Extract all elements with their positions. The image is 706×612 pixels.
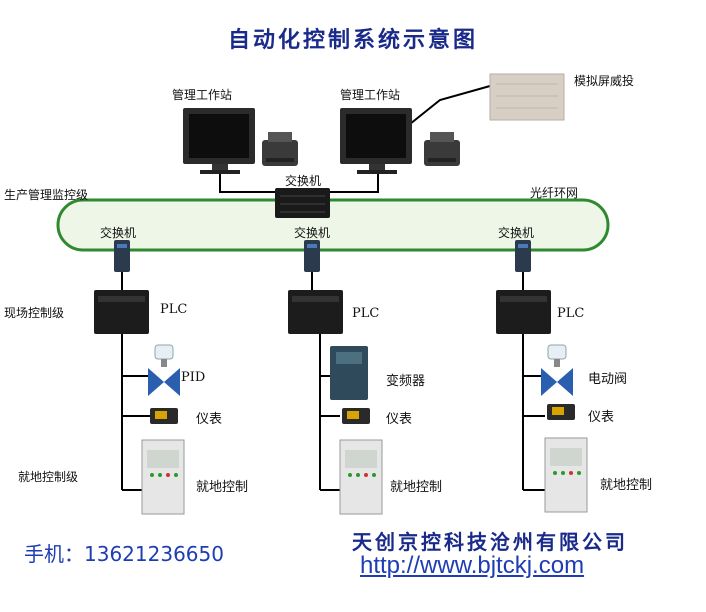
label-device-inverter: 变频器 [386,374,426,389]
workstation-right [340,108,460,174]
label-production-level: 生产管理监控级 [4,188,89,202]
label-field-control-level: 现场控制级 [4,306,65,320]
plc-units [94,290,551,334]
printer-icon [424,132,460,166]
meter-icons [150,404,575,424]
label-meter-3: 仪表 [588,410,615,425]
switch-plc-connections [121,272,524,290]
label-plc-3: PLC [557,306,585,321]
cabinet-icon [339,439,383,515]
valve-icon [148,344,180,396]
printer-icon [262,132,298,166]
label-switch-3: 交换机 [498,226,535,240]
label-local-control-3: 就地控制 [600,478,653,493]
label-simulation-screen: 模拟屏威投 [574,74,635,88]
top-switch-rack [275,188,330,218]
inverter-icon [330,346,368,400]
website-link[interactable]: http://www.bjtckj.com [360,552,585,579]
label-mgmt-station-left: 管理工作站 [172,88,233,102]
label-local-level: 就地控制级 [18,470,79,484]
label-plc-2: PLC [352,306,380,321]
label-meter-1: 仪表 [196,412,223,427]
company-name: 天创京控科技沧州有限公司 [352,530,628,554]
workstation-left [183,108,298,174]
field-switches [114,240,531,272]
cabinet-icon [141,439,185,515]
simulation-screen-panel [489,73,565,121]
label-switch-2: 交换机 [294,226,331,240]
label-local-control-2: 就地控制 [390,480,443,495]
label-local-control-1: 就地控制 [196,480,249,495]
label-switch-top: 交换机 [285,174,322,188]
control-cabinets [141,437,588,515]
contact-phone: 手机：13621236650 [24,542,224,566]
label-mgmt-station-right: 管理工作站 [340,88,401,102]
cabinet-icon [544,437,588,513]
label-switch-1: 交换机 [100,226,137,240]
label-fiber-ring: 光纤环网 [530,186,579,200]
label-device-pid: PID [181,370,206,385]
diagram-title: 自动化控制系统示意图 [227,27,478,53]
label-plc-1: PLC [160,302,188,317]
fiber-ring [56,198,610,252]
electric-valve-icon [541,344,573,396]
label-meter-2: 仪表 [386,412,413,427]
label-device-electric-valve: 电动阀 [588,372,628,387]
